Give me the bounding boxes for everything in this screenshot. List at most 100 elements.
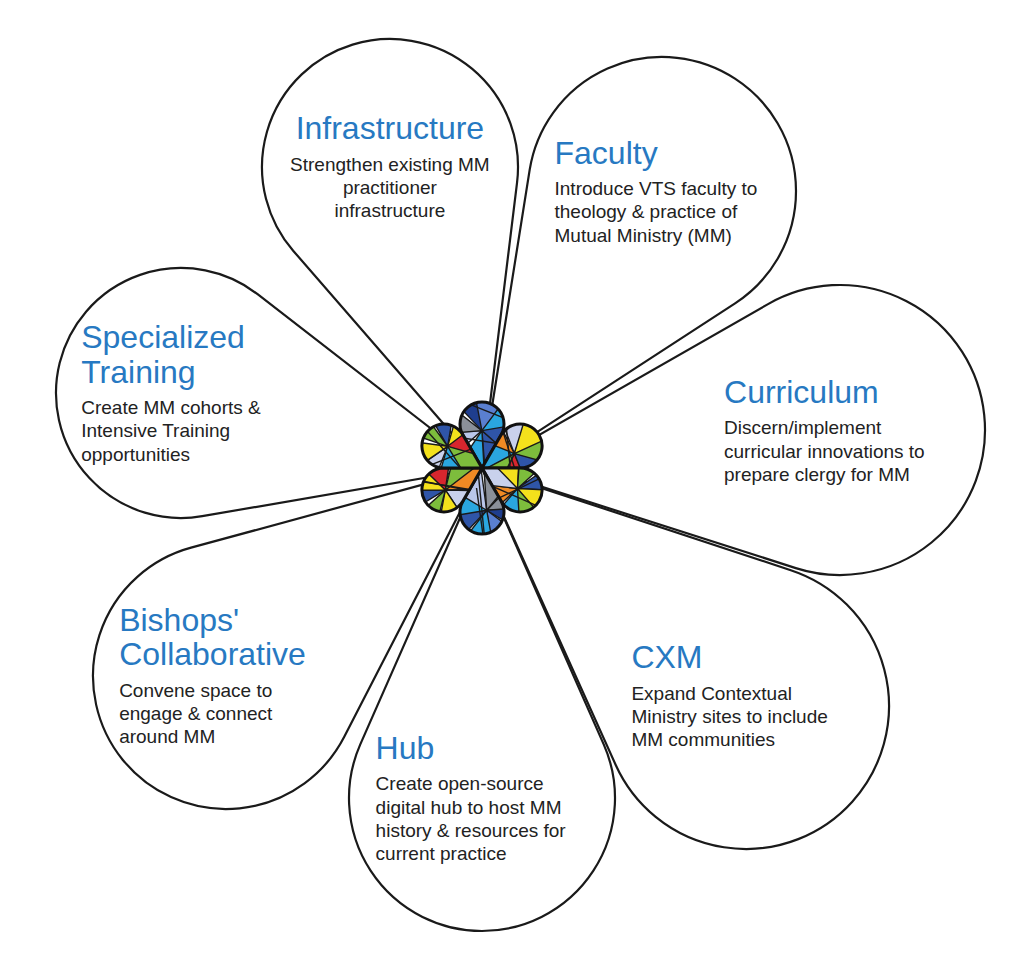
- glass-lead: [495, 408, 519, 484]
- glass-pane: [428, 477, 517, 549]
- glass-pane: [455, 399, 522, 489]
- glass-pane: [358, 434, 447, 497]
- glass-pane: [445, 430, 535, 490]
- glass-pane: [362, 373, 447, 446]
- glass-lobe: [397, 420, 577, 599]
- petal-text: CurriculumDiscern/implement curricular i…: [724, 375, 956, 486]
- glass-pane: [429, 490, 496, 578]
- glass-pane: [513, 489, 583, 579]
- glass-lead: [415, 442, 489, 471]
- glass-lobe: [355, 401, 535, 579]
- glass-pane: [355, 426, 445, 491]
- glass-pane: [398, 443, 487, 525]
- petal-heading: Faculty: [555, 136, 769, 171]
- glass-pane: [482, 359, 572, 431]
- petal-outline-svg: [603, 563, 889, 849]
- glass-pane: [517, 437, 607, 493]
- petal-text: HubCreate open-source digital hub to hos…: [376, 731, 589, 865]
- petal-node: CurriculumDiscern/implement curricular i…: [695, 285, 985, 575]
- glass-pane: [445, 490, 535, 565]
- lobe-outline: [422, 468, 482, 512]
- glass-pane: [448, 392, 532, 479]
- glass-lead: [416, 480, 494, 496]
- petal-heading: Curriculum: [724, 375, 956, 410]
- petal-heading: Bishops' Collaborative: [119, 603, 332, 672]
- glass-pane: [435, 406, 515, 496]
- petal-heading: Hub: [376, 731, 589, 766]
- petal-text: Bishops' CollaborativeConvene space to e…: [119, 603, 332, 749]
- petal-outline-svg: [93, 543, 359, 809]
- glass-pane: [392, 376, 482, 439]
- petal-description: Strengthen existing MM practitioner infr…: [287, 153, 492, 223]
- glass-pane: [448, 360, 526, 446]
- glass-lobe: [428, 399, 607, 579]
- glass-lead: [477, 488, 488, 567]
- glass-pane: [487, 510, 559, 599]
- glass-pane: [487, 504, 577, 557]
- petal-description: Convene space to engage & connect around…: [119, 679, 332, 749]
- petal-description: Expand Contextual Ministry sites to incl…: [631, 682, 860, 752]
- glass-pane: [517, 489, 607, 557]
- petal-node: InfrastructureStrengthen existing MM pra…: [262, 39, 518, 295]
- petal-outline-svg: [56, 268, 306, 518]
- glass-pane: [465, 342, 542, 430]
- petal-description: Introduce VTS faculty to theology & prac…: [555, 177, 769, 247]
- petal-description: Create open-source digital hub to host M…: [376, 772, 589, 865]
- petal-heading: CXM: [631, 640, 860, 675]
- glass-pane: [420, 341, 482, 431]
- glass-pane: [482, 431, 554, 521]
- glass-lead: [471, 477, 544, 509]
- lobe-outline: [460, 468, 504, 534]
- glass-pane: [409, 421, 486, 510]
- petal-outline: [349, 468, 615, 931]
- glass-pane: [517, 399, 584, 489]
- petal-node: Bishops' CollaborativeConvene space to e…: [93, 543, 359, 809]
- glass-lead: [445, 394, 519, 424]
- petal-text: Specialized TrainingCreate MM cohorts & …: [81, 320, 281, 466]
- glass-pane: [431, 510, 502, 599]
- glass-pane: [432, 431, 488, 521]
- lobe-outline: [482, 424, 542, 468]
- petal-text: CXM Expand Contextual Ministry sites to i…: [631, 640, 860, 751]
- lobe-outline: [482, 468, 542, 512]
- glass-pane: [448, 446, 535, 528]
- glass-pane: [514, 367, 600, 453]
- glass-pane: [445, 402, 517, 489]
- petal-outline: [482, 285, 985, 575]
- glass-pane: [428, 413, 517, 489]
- glass-lead: [420, 481, 499, 494]
- glass-pane: [481, 420, 544, 510]
- glass-lead: [478, 472, 486, 552]
- glass-pane: [459, 489, 523, 579]
- petal-description: Create MM cohorts & Intensive Training o…: [81, 396, 281, 466]
- glass-pane: [487, 446, 577, 511]
- glass-lobe: [358, 358, 534, 533]
- glass-pane: [482, 416, 571, 491]
- glass-lobe: [392, 341, 572, 521]
- petal-text: FacultyIntroduce VTS faculty to theology…: [555, 136, 769, 247]
- glass-lobe: [431, 367, 601, 537]
- glass-pane: [478, 454, 550, 537]
- glass-lead: [473, 476, 545, 510]
- petal-heading: Specialized Training: [81, 320, 281, 389]
- petal-text: InfrastructureStrengthen existing MM pra…: [287, 111, 492, 222]
- petal-heading: Infrastructure: [287, 111, 492, 146]
- glass-pane: [374, 446, 448, 530]
- petal-node: HubCreate open-source digital hub to hos…: [349, 665, 615, 931]
- glass-pane: [392, 431, 482, 491]
- glass-pane: [482, 369, 545, 454]
- lobe-outline: [460, 402, 504, 468]
- glass-lead: [442, 435, 521, 448]
- glass-lead: [413, 415, 466, 475]
- petal-node: CXM Expand Contextual Ministry sites to i…: [603, 563, 889, 849]
- glass-pane: [402, 358, 462, 447]
- petal-outline: [56, 268, 482, 518]
- petal-description: Discern/implement curricular innovations…: [724, 416, 956, 486]
- glass-pane: [422, 446, 494, 532]
- lobe-outline: [422, 424, 482, 468]
- glass-pane: [379, 490, 446, 577]
- petal-node: FacultyIntroduce VTS faculty to theology…: [528, 57, 796, 325]
- glass-pane: [431, 373, 514, 453]
